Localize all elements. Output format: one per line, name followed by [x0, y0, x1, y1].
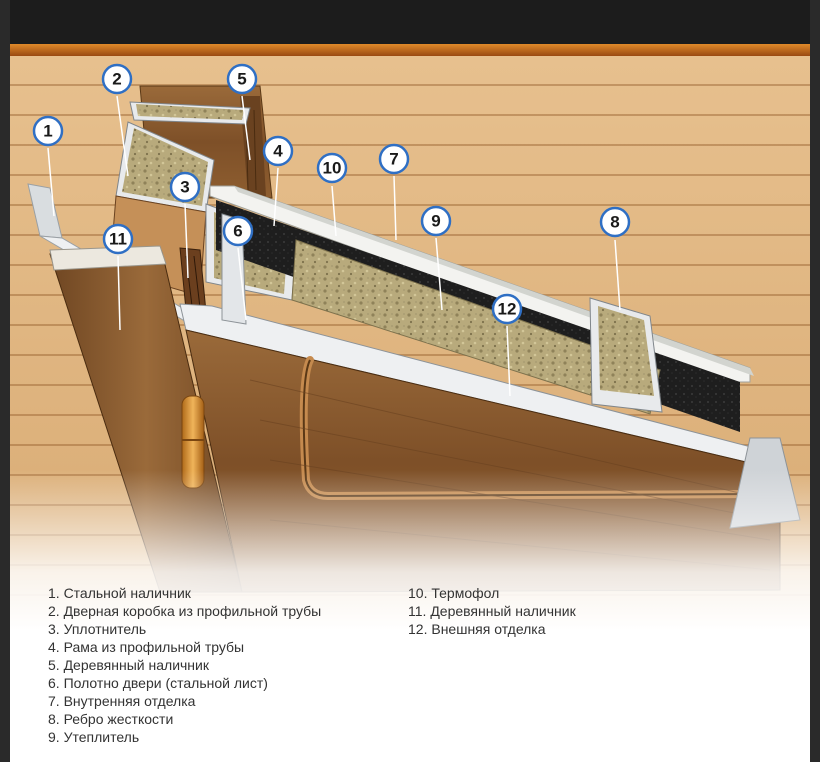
insulation: [291, 239, 661, 415]
callout-4-label: 4: [273, 142, 283, 161]
legend-item: 11. Деревянный наличник: [408, 603, 576, 619]
callout-5: 5: [226, 63, 258, 95]
callout-7-label: 7: [389, 150, 398, 169]
callout-7: 7: [378, 143, 410, 175]
stiffening-rib: [589, 297, 663, 413]
bottom-fade: [10, 470, 810, 762]
callout-3: 3: [169, 171, 201, 203]
header-accent-bar: [10, 44, 810, 56]
callout-leaders: [47, 95, 621, 397]
legend-item: 7. Внутренняя отделка: [48, 693, 196, 709]
callout-11: 11: [102, 223, 134, 255]
legend-item: 6. Полотно двери (стальной лист): [48, 675, 268, 691]
legend-item: 9. Утеплитель: [48, 729, 140, 745]
callout-6: 6: [222, 215, 254, 247]
callout-12-label: 12: [498, 300, 517, 319]
callout-9-label: 9: [431, 212, 440, 231]
legend-item: 12. Внешняя отделка: [408, 621, 546, 637]
header-bar: [10, 0, 810, 44]
diagram-frame: 1 2 3 4 5 6 7 8: [10, 0, 810, 762]
legend-item: 4. Рама из профильной трубы: [48, 639, 245, 655]
legend-item: 5. Деревянный наличник: [48, 657, 209, 673]
legend-item: 8. Ребро жесткости: [48, 711, 174, 727]
callout-1-label: 1: [43, 122, 52, 141]
callout-1: 1: [32, 115, 64, 147]
callout-2-label: 2: [112, 70, 121, 89]
legend: 1. Стальной наличник 2. Дверная коробка …: [48, 584, 788, 746]
legend-item: 10. Термофол: [408, 585, 500, 601]
callout-2: 2: [101, 63, 133, 95]
callout-10: 10: [316, 152, 348, 184]
legend-column-2: 10. Термофол 11. Деревянный наличник 12.…: [408, 584, 576, 746]
legend-item: 2. Дверная коробка из профильной трубы: [48, 603, 322, 619]
callout-4: 4: [262, 135, 294, 167]
callout-8-label: 8: [610, 213, 619, 232]
callout-12: 12: [491, 293, 523, 325]
callout-9: 9: [420, 205, 452, 237]
callout-8: 8: [599, 206, 631, 238]
legend-column-1: 1. Стальной наличник 2. Дверная коробка …: [48, 584, 368, 746]
callout-5-label: 5: [237, 70, 246, 89]
callout-6-label: 6: [233, 222, 242, 241]
callout-10-label: 10: [323, 159, 342, 178]
callout-11-label: 11: [109, 230, 127, 249]
callout-3-label: 3: [180, 178, 189, 197]
legend-item: 1. Стальной наличник: [48, 585, 191, 601]
legend-item: 3. Уплотнитель: [48, 621, 147, 637]
